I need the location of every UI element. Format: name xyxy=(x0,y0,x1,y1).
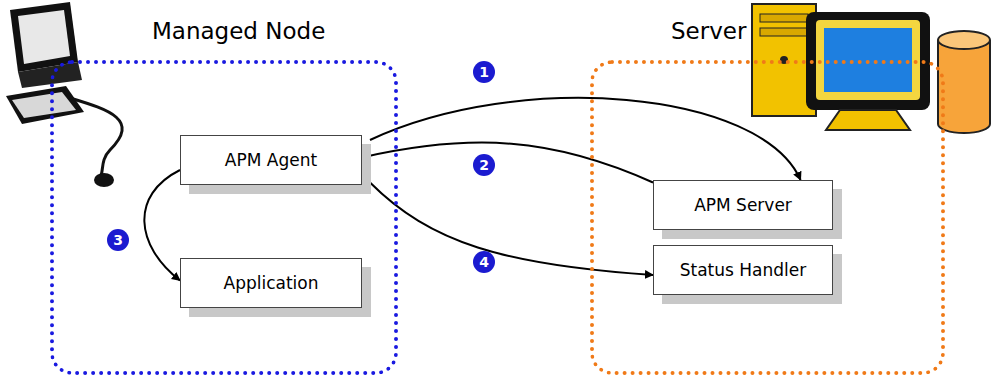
server-icon xyxy=(752,4,990,133)
box-label: APM Server xyxy=(694,195,792,215)
flow-arrow xyxy=(370,183,653,276)
process-box: Status Handler xyxy=(653,245,833,295)
group-region: ServerAPM ServerStatus Handler xyxy=(590,60,945,375)
process-box: Application xyxy=(180,258,362,308)
workstation-icon xyxy=(6,2,122,187)
callout-number: 3 xyxy=(107,229,129,251)
process-box: APM Agent xyxy=(180,135,362,185)
flow-arrow xyxy=(370,98,801,180)
process-box: APM Server xyxy=(653,180,833,230)
region-heading: Managed Node xyxy=(152,18,325,44)
region-heading: Server xyxy=(671,18,746,44)
box-label: APM Agent xyxy=(225,150,317,170)
box-label: Application xyxy=(224,273,319,293)
callout-number: 1 xyxy=(473,61,495,83)
callout-number: 2 xyxy=(473,154,495,176)
flow-arrow xyxy=(362,143,653,183)
box-label: Status Handler xyxy=(680,260,807,280)
callout-number: 4 xyxy=(473,251,495,273)
group-region: Managed NodeAPM AgentApplication xyxy=(50,60,398,375)
flow-arrow xyxy=(144,170,180,281)
